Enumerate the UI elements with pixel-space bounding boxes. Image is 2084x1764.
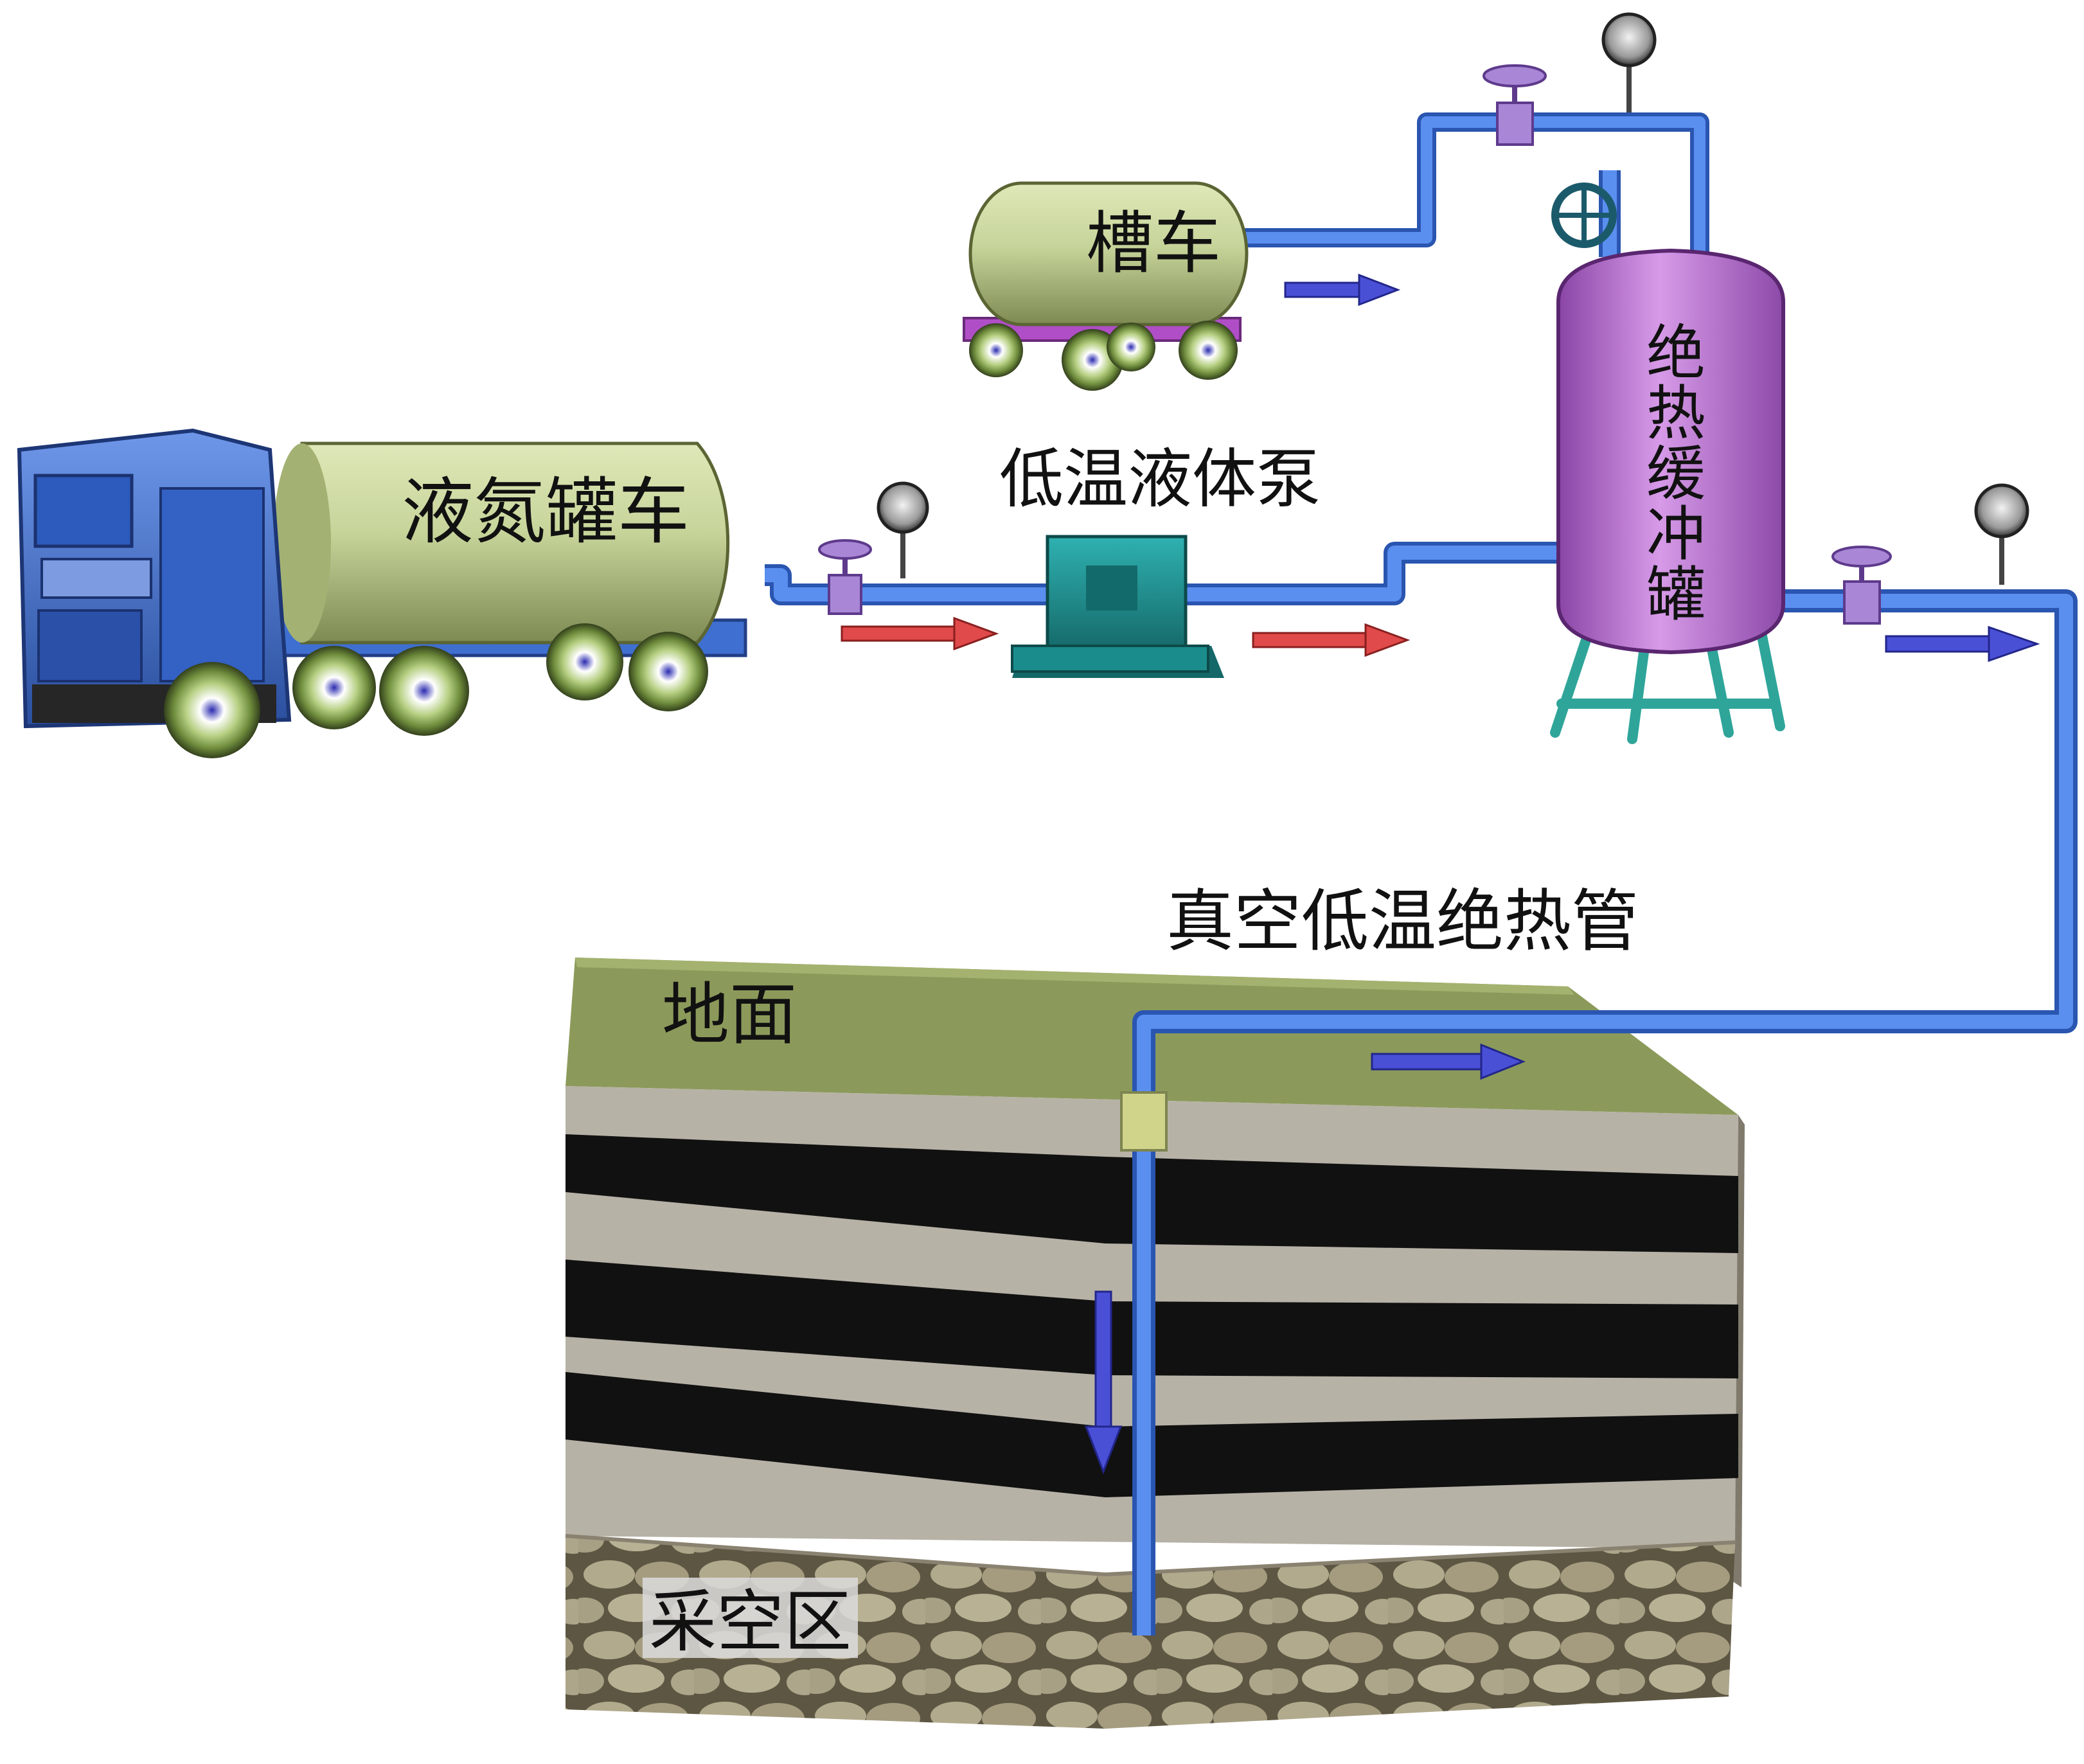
valve-icon [1483,64,1547,146]
truck-wheel [628,632,708,711]
flow-arrow-icon [1084,1290,1123,1475]
label-pipe: 真空低温绝热管 [1166,882,1639,961]
truck-wheel [164,662,260,758]
flow-arrow-icon [841,616,999,651]
handwheel-icon [1551,183,1617,248]
flow-arrow-icon [1252,623,1411,657]
well-collar [1120,1091,1168,1152]
tank-car-wheel [1107,323,1155,371]
gauge-icon [877,481,929,578]
truck-wheel [292,646,376,729]
label-goaf: 采空区 [649,1583,851,1661]
label-tanker-truck: 液氮罐车 [402,470,690,554]
gauge-icon [1974,483,2029,585]
label-pump: 低温液体泵 [999,441,1321,517]
cryogenic-pump [1011,535,1224,678]
flow-arrow-icon [1885,625,2040,663]
tank-car [963,181,1249,391]
tank-car-wheel [969,323,1023,377]
label-buffer-tank: 绝热缓冲罐 [1637,321,1705,623]
label-ground: 地面 [662,976,797,1054]
truck-wheel [379,646,469,736]
tank-car-wheel [1179,321,1238,380]
tanker-truck [17,428,747,758]
insulated-buffer-tank [1550,183,1785,744]
goaf-label-bg [643,1578,858,1658]
label-tank-car: 槽车 [1086,204,1221,283]
valve-icon [818,539,872,615]
flow-arrow-icon [1284,273,1401,307]
valve-icon [1831,546,1892,625]
truck-wheel [546,623,623,700]
flow-arrow-icon [1371,1043,1526,1080]
buffer-tank-body [1556,248,1785,655]
gauge-icon [1601,12,1657,112]
tanker-tank [300,441,730,645]
